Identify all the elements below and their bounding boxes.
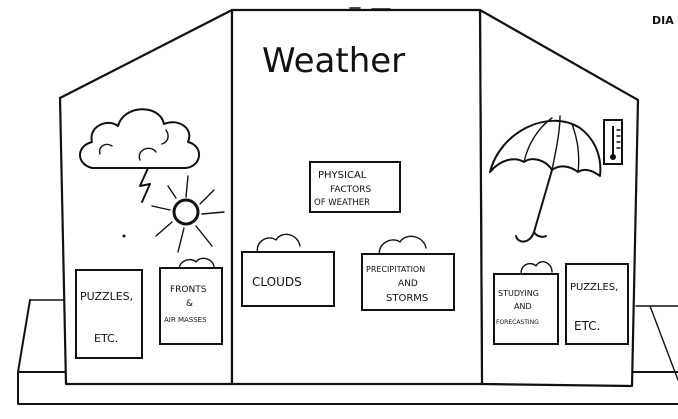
right-puzzles-line-2: ETC.	[574, 319, 600, 333]
fronts-line-3: AIR MASSES	[164, 316, 207, 324]
fronts-line-1: FRONTS	[170, 285, 207, 295]
thermometer-icon	[604, 120, 622, 164]
left-puzzles-line-2: ETC.	[94, 332, 118, 345]
physical-factors-line-2: FACTORS	[330, 185, 371, 195]
left-puzzles-card: PUZZLES, ETC.	[76, 270, 142, 358]
precipitation-line-1: PRECIPITATION	[366, 265, 425, 274]
studying-card: STUDYING AND FORECASTING	[494, 262, 558, 344]
fronts-card: FRONTS & AIR MASSES	[160, 258, 222, 344]
right-puzzles-card: PUZZLES, ETC.	[566, 264, 628, 344]
precipitation-line-2: AND	[398, 279, 418, 289]
clouds-label: CLOUDS	[252, 275, 302, 289]
physical-factors-line-3: OF WEATHER	[314, 198, 370, 208]
physical-factors-card: PHYSICAL FACTORS OF WEATHER	[310, 162, 400, 212]
right-puzzles-line-1: PUZZLES,	[570, 282, 618, 293]
fronts-line-2: &	[186, 299, 193, 309]
precipitation-line-3: STORMS	[386, 293, 428, 304]
studying-line-1: STUDYING	[498, 289, 539, 298]
left-puzzles-line-1: PUZZLES,	[80, 290, 133, 303]
board-title: Weather	[262, 41, 405, 81]
studying-line-3: FORECASTING	[496, 319, 539, 326]
physical-factors-line-1: PHYSICAL	[318, 170, 367, 181]
corner-label: DIA	[652, 14, 674, 27]
studying-line-2: AND	[514, 302, 532, 311]
